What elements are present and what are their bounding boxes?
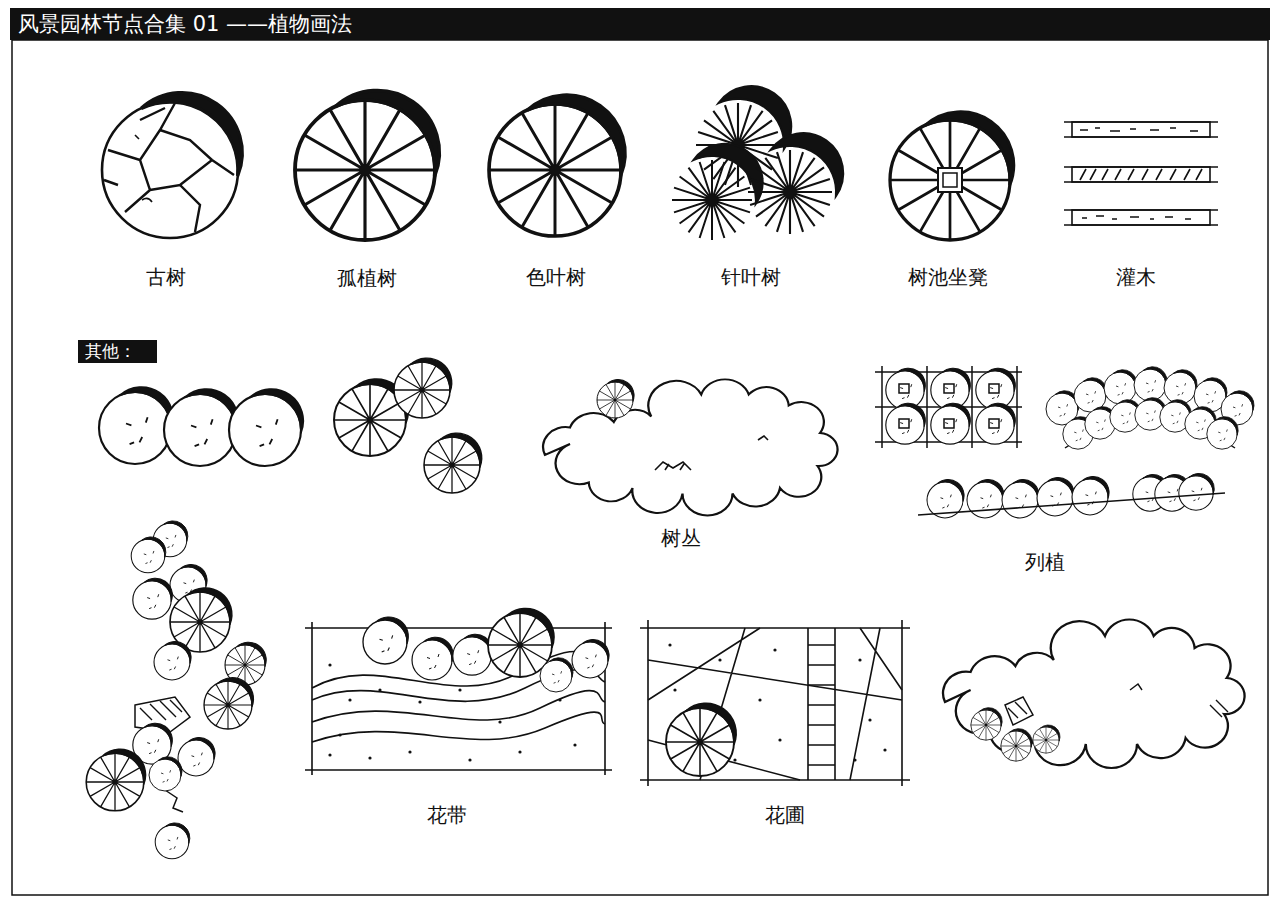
section-tag: 其他： (78, 340, 157, 363)
plant-caption: 树丛 (661, 525, 701, 552)
plant-caption: 针叶树 (721, 264, 781, 291)
plant-caption: 灌木 (1116, 264, 1156, 291)
plant-caption: 树池坐凳 (908, 264, 988, 291)
plant-caption: 色叶树 (526, 264, 586, 291)
plant-caption: 孤植树 (337, 265, 397, 292)
tag-text: 其他： (85, 341, 136, 361)
sheet-title: 风景园林节点合集 01 ——植物画法 (18, 8, 352, 40)
plant-caption: 花圃 (765, 802, 805, 829)
plant-caption: 列植 (1025, 549, 1065, 576)
plant-caption: 古树 (146, 264, 186, 291)
plant-caption: 花带 (427, 802, 467, 829)
